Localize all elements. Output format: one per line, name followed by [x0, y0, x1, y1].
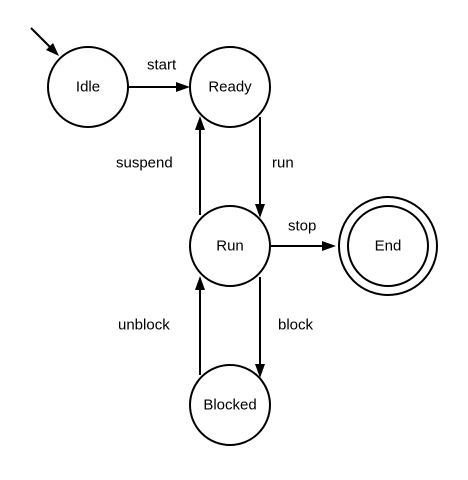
state-blocked: Blocked	[189, 364, 271, 446]
edge-label-suspend: suspend	[116, 155, 173, 172]
state-end: End	[338, 196, 438, 296]
state-label-idle: Idle	[76, 79, 100, 96]
edge-label-stop: stop	[288, 218, 316, 235]
edge-label-run: run	[272, 155, 294, 172]
state-run: Run	[189, 205, 271, 287]
edge-unblock	[195, 276, 205, 375]
edge-suspend	[195, 116, 205, 215]
state-label-run: Run	[216, 238, 244, 255]
state-label-ready: Ready	[208, 79, 252, 96]
state-label-blocked: Blocked	[203, 397, 256, 414]
edge-block	[255, 277, 265, 378]
initial-arrow	[30, 27, 59, 56]
edge-stop	[269, 241, 336, 251]
edge-label-start: start	[147, 57, 177, 74]
edge-start	[129, 82, 190, 92]
edge-label-unblock: unblock	[118, 317, 170, 334]
state-ready: Ready	[189, 46, 271, 128]
edge-label-block: block	[278, 317, 314, 334]
state-idle: Idle	[47, 46, 129, 128]
edge-run	[255, 117, 265, 218]
state-label-end: End	[375, 238, 402, 255]
